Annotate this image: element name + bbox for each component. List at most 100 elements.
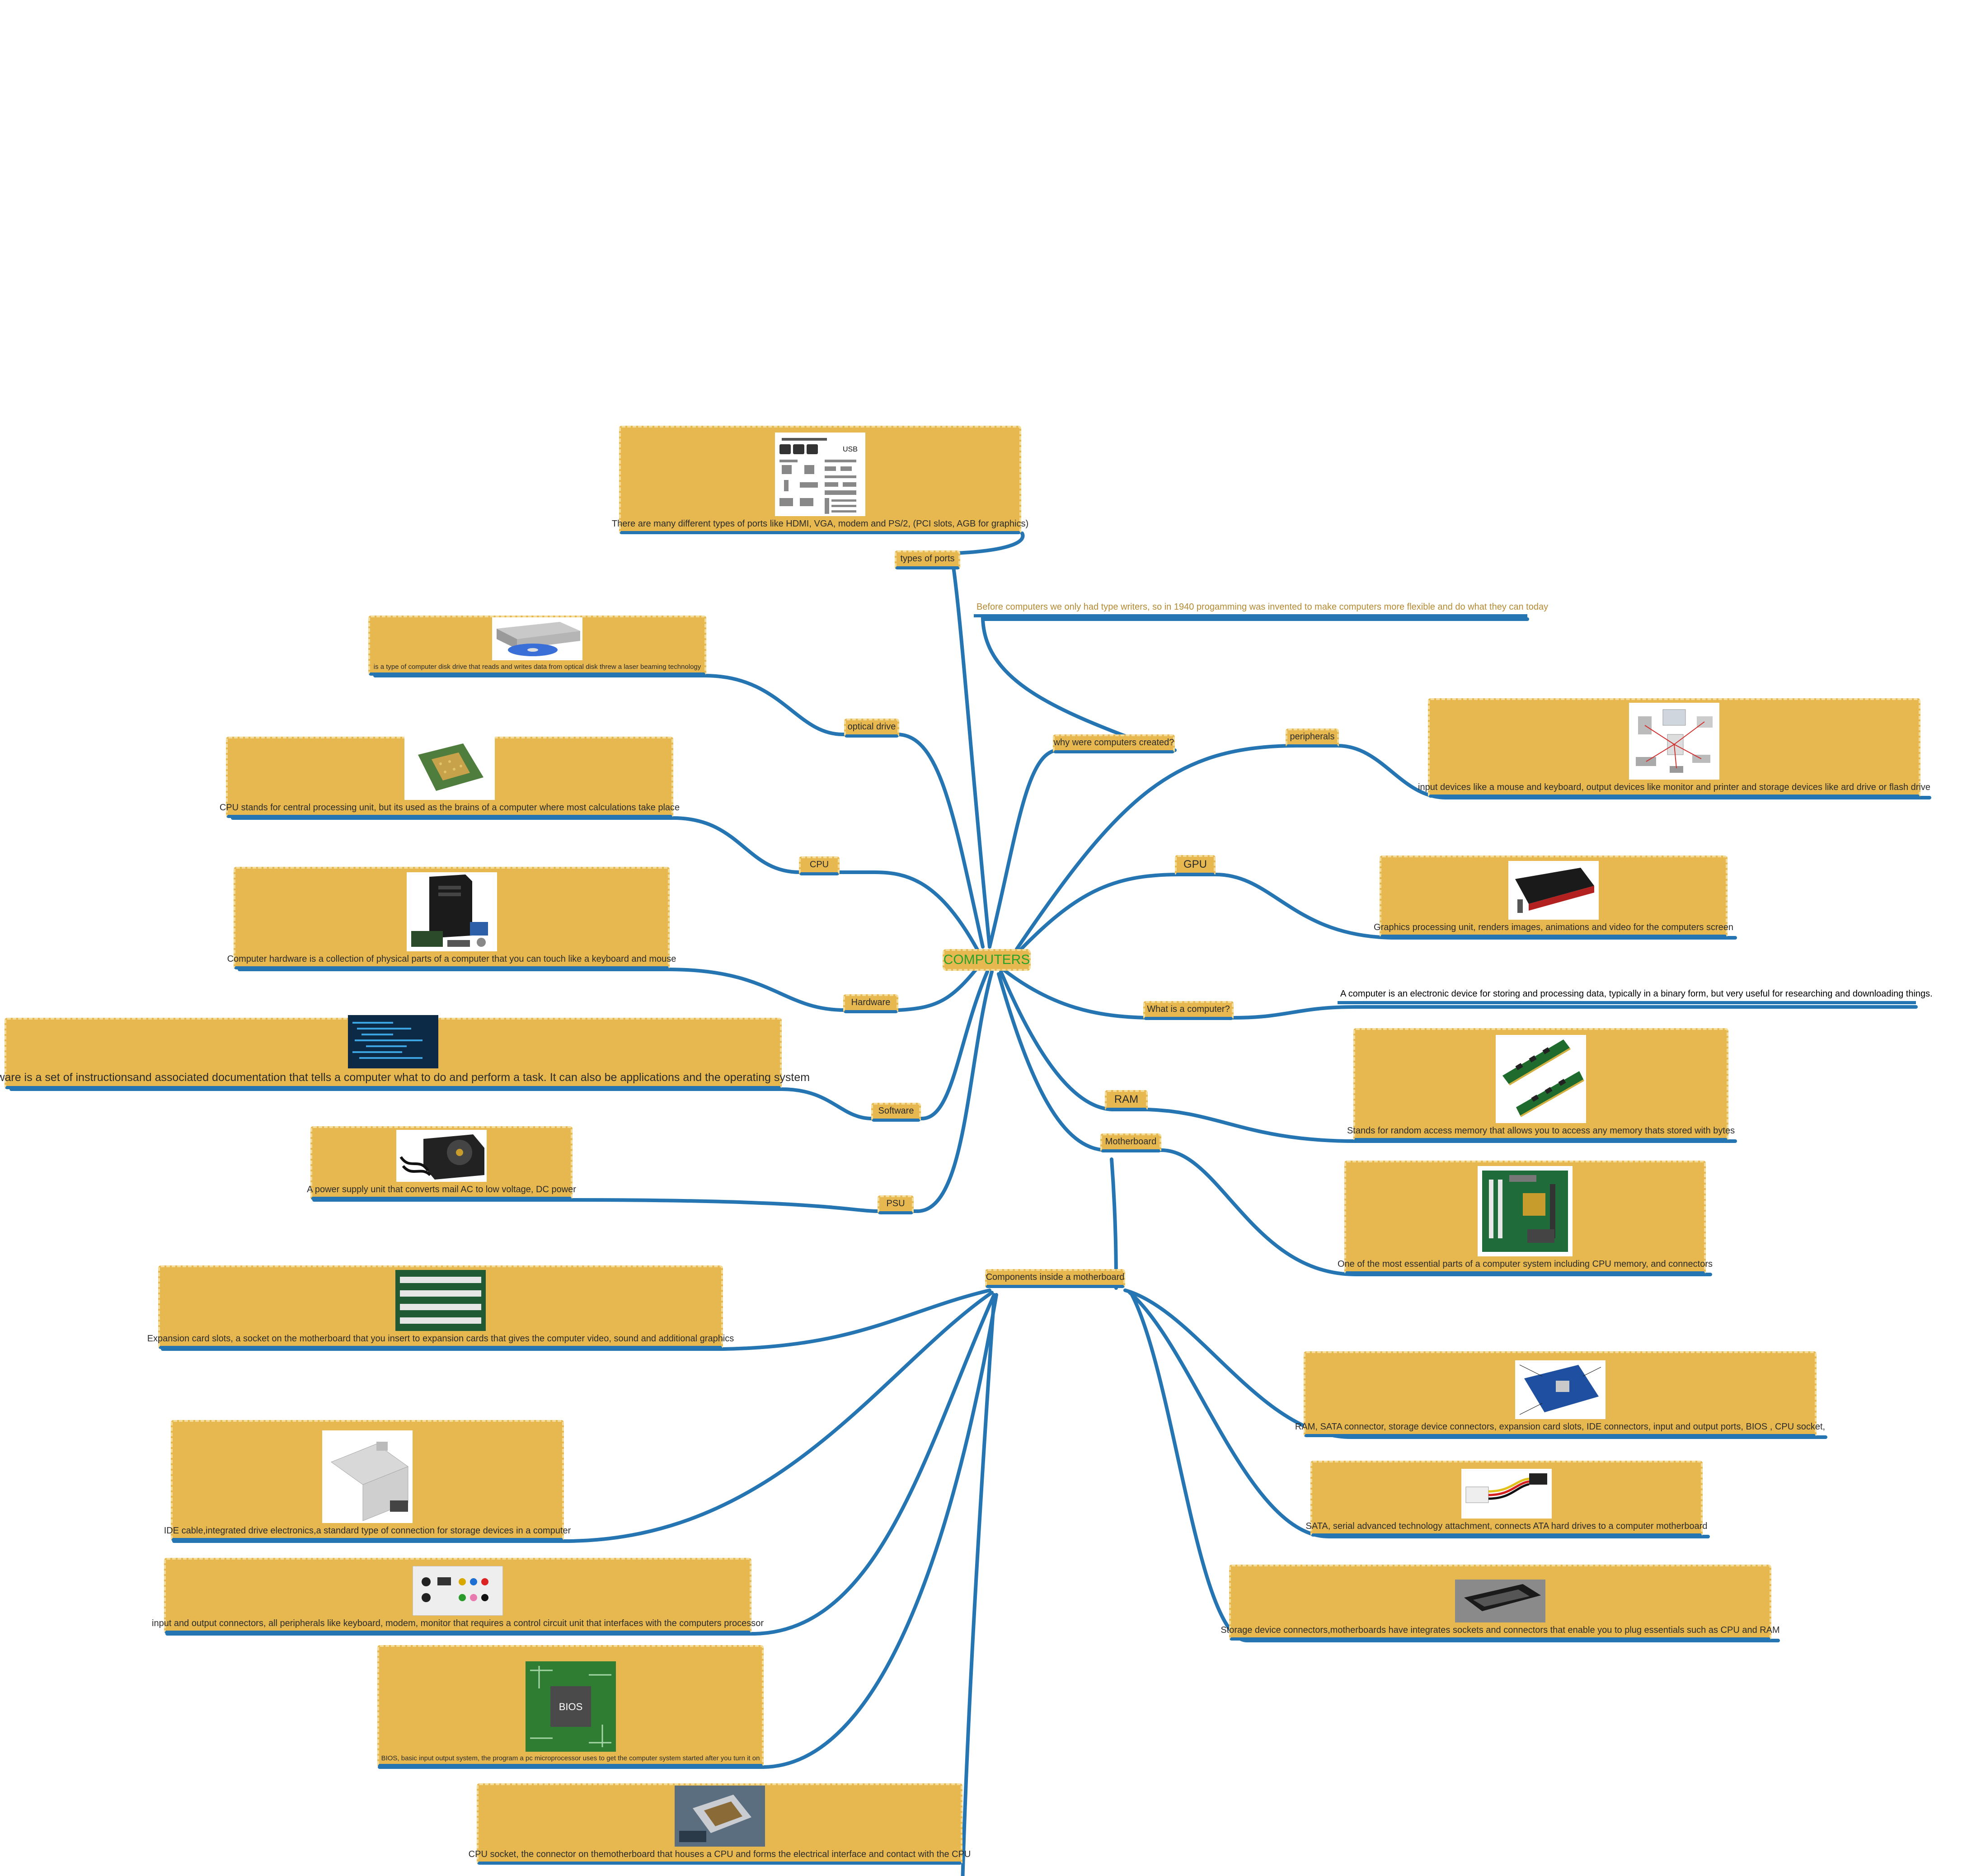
topic-label: optical drive bbox=[847, 722, 896, 732]
note-what-is-a-computer[interactable]: A computer is an electronic device for s… bbox=[1338, 988, 1933, 1004]
storage-connector-image bbox=[1455, 1580, 1545, 1622]
topic-psu[interactable]: PSU bbox=[878, 1195, 914, 1214]
expansion-slots-image bbox=[395, 1270, 486, 1331]
note-text: Expansion card slots, a socket on the mo… bbox=[147, 1334, 734, 1344]
motherboard-labeled-image bbox=[1515, 1360, 1606, 1419]
note-software[interactable]: Software is a set of instructionsand ass… bbox=[0, 1015, 810, 1089]
note-ram[interactable]: Stands for random access memory that all… bbox=[1347, 1028, 1735, 1141]
link-comp-io bbox=[165, 1293, 996, 1636]
software-code-image bbox=[348, 1015, 438, 1068]
link-center-ram bbox=[999, 970, 1150, 1111]
gpu-card-image bbox=[1508, 861, 1599, 920]
motherboard-image bbox=[1478, 1166, 1573, 1256]
link-center-ports bbox=[952, 565, 991, 949]
link-why-history bbox=[981, 617, 1529, 743]
cpu-chip-image bbox=[404, 737, 495, 800]
note-bios[interactable]: BIOS BIOS, basic input output system, th… bbox=[377, 1645, 764, 1767]
topic-motherboard[interactable]: Motherboard bbox=[1100, 1133, 1161, 1152]
peripherals-diagram-image bbox=[1629, 703, 1719, 780]
note-history[interactable]: Before computers we only had type writer… bbox=[974, 601, 1548, 617]
topic-components-inside-motherboard[interactable]: Components inside a motherboard bbox=[985, 1269, 1125, 1288]
note-text: BIOS, basic input output system, the pro… bbox=[381, 1754, 760, 1762]
topic-label: RAM bbox=[1114, 1093, 1139, 1105]
note-text: is a type of computer disk drive that re… bbox=[373, 663, 701, 671]
link-center-hardware bbox=[843, 956, 987, 1012]
note-text: SATA, serial advanced technology attachm… bbox=[1305, 1521, 1708, 1531]
note-optical-drive[interactable]: is a type of computer disk drive that re… bbox=[368, 616, 706, 676]
link-comp-socket bbox=[961, 1295, 996, 1876]
note-text: Storage device connectors,motherboards h… bbox=[1221, 1625, 1780, 1635]
note-input-output[interactable]: input and output connectors, all periphe… bbox=[152, 1558, 764, 1634]
topic-cpu[interactable]: CPU bbox=[799, 856, 840, 875]
ram-sticks-image bbox=[1496, 1035, 1586, 1123]
note-text: One of the most essential parts of a com… bbox=[1338, 1259, 1713, 1269]
note-hardware[interactable]: Computer hardware is a collection of phy… bbox=[227, 867, 676, 969]
note-text: There are many different types of ports … bbox=[611, 519, 1029, 529]
note-cpu-socket[interactable]: CPU socket, the connector on themotherbo… bbox=[469, 1783, 971, 1865]
topic-ram[interactable]: RAM bbox=[1105, 1090, 1148, 1111]
note-expansion-slots[interactable]: Expansion card slots, a socket on the mo… bbox=[147, 1265, 734, 1349]
note-text: Stands for random access memory that all… bbox=[1347, 1126, 1735, 1136]
link-center-why bbox=[988, 748, 1177, 949]
topic-software[interactable]: Software bbox=[871, 1103, 921, 1122]
sata-cable-image bbox=[1461, 1469, 1552, 1519]
note-text: input and output connectors, all periphe… bbox=[152, 1618, 764, 1628]
link-ram-note bbox=[1146, 1108, 1737, 1143]
topic-hardware[interactable]: Hardware bbox=[843, 994, 898, 1013]
note-text: Computer hardware is a collection of phy… bbox=[227, 954, 676, 964]
topic-label: What is a computer? bbox=[1147, 1004, 1230, 1014]
link-comp-bios bbox=[378, 1293, 998, 1769]
note-ports[interactable]: USB There are many different types of po… bbox=[612, 426, 1028, 534]
central-topic[interactable]: COMPUTERS bbox=[943, 949, 1031, 971]
topic-label: PSU bbox=[886, 1199, 905, 1208]
topic-label: why were computers created? bbox=[1053, 738, 1174, 748]
topic-peripherals[interactable]: peripherals bbox=[1286, 729, 1339, 748]
link-whatis-note bbox=[1232, 1005, 1918, 1020]
topic-label: CPU bbox=[809, 860, 829, 870]
usb-label: USB bbox=[843, 446, 858, 453]
topic-label: peripherals bbox=[1290, 732, 1335, 742]
topic-optical-drive[interactable]: optical drive bbox=[844, 719, 899, 738]
topic-label: types of ports bbox=[900, 554, 955, 564]
topic-why-created[interactable]: why were computers created? bbox=[1053, 734, 1175, 753]
topic-label: Hardware bbox=[851, 997, 891, 1007]
link-motherboard-note bbox=[1160, 1148, 1712, 1276]
link-software-note bbox=[9, 1087, 874, 1120]
note-storage-connectors[interactable]: Storage device connectors,motherboards h… bbox=[1221, 1565, 1780, 1641]
io-panel-image bbox=[413, 1566, 503, 1616]
note-text: CPU socket, the connector on themotherbo… bbox=[468, 1849, 971, 1859]
note-text: A computer is an electronic device for s… bbox=[1340, 989, 1933, 999]
bios-chip-image: BIOS bbox=[525, 1661, 616, 1752]
note-cpu[interactable]: CPU stands for central processing unit, … bbox=[220, 737, 680, 818]
note-text: RAM, SATA connector, storage device conn… bbox=[1295, 1422, 1826, 1432]
note-components-list[interactable]: RAM, SATA connector, storage device conn… bbox=[1295, 1351, 1825, 1437]
note-text: Graphics processing unit, renders images… bbox=[1374, 922, 1733, 932]
note-sata[interactable]: SATA, serial advanced technology attachm… bbox=[1306, 1461, 1708, 1537]
link-center-optical bbox=[841, 733, 985, 949]
ide-cable-image bbox=[322, 1430, 413, 1523]
link-center-cpu bbox=[798, 870, 980, 953]
psu-image bbox=[396, 1130, 487, 1182]
note-text: IDE cable,integrated drive electronics,a… bbox=[164, 1526, 571, 1536]
link-psu-note bbox=[312, 1198, 881, 1213]
link-center-software bbox=[870, 970, 989, 1120]
note-gpu[interactable]: Graphics processing unit, renders images… bbox=[1374, 856, 1733, 938]
note-ide-cable[interactable]: IDE cable,integrated drive electronics,a… bbox=[164, 1420, 571, 1541]
topic-gpu[interactable]: GPU bbox=[1175, 855, 1216, 876]
note-motherboard[interactable]: One of the most essential parts of a com… bbox=[1338, 1161, 1713, 1274]
link-optical-note bbox=[373, 674, 845, 736]
link-center-peripherals bbox=[1015, 744, 1339, 951]
note-text: input devices like a mouse and keyboard,… bbox=[1418, 782, 1930, 792]
topic-label: GPU bbox=[1183, 858, 1207, 870]
topic-label: Motherboard bbox=[1105, 1137, 1157, 1147]
link-center-motherboard bbox=[997, 972, 1163, 1152]
link-comp-ide bbox=[172, 1291, 994, 1543]
note-psu[interactable]: A power supply unit that converts mail A… bbox=[307, 1126, 576, 1200]
topic-types-of-ports[interactable]: types of ports bbox=[895, 550, 960, 569]
topic-label: Components inside a motherboard bbox=[986, 1272, 1125, 1282]
note-peripherals[interactable]: input devices like a mouse and keyboard,… bbox=[1418, 698, 1930, 798]
link-cpu-note bbox=[231, 816, 802, 874]
link-center-gpu bbox=[1015, 873, 1217, 955]
topic-what-is-a-computer[interactable]: What is a computer? bbox=[1143, 1001, 1234, 1020]
